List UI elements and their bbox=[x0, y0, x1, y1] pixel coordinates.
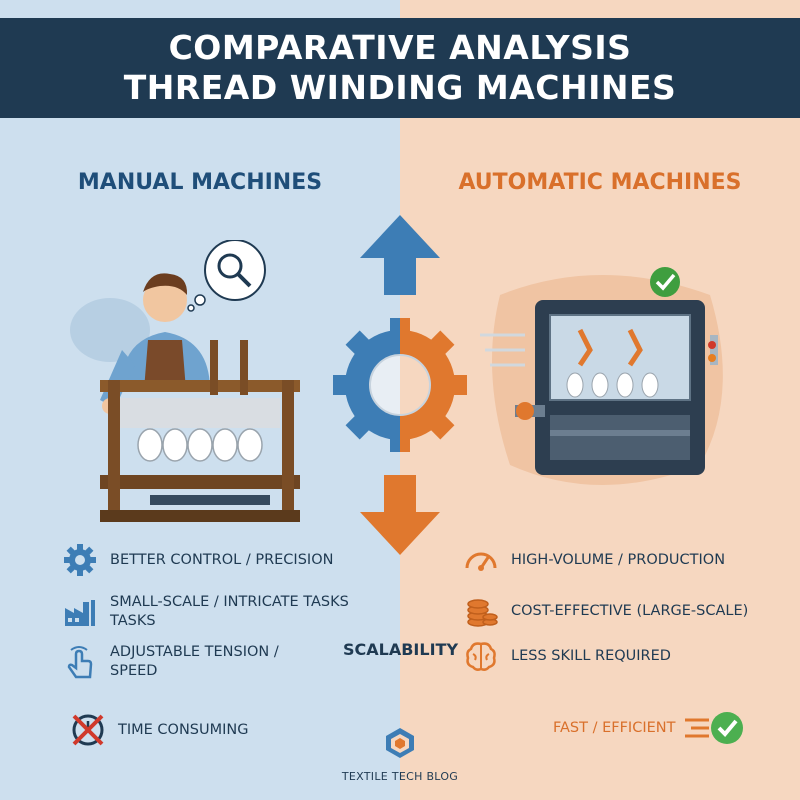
feature-label-line-2: SPEED bbox=[110, 663, 158, 679]
feature-better-control: BETTER CONTROL / PRECISION bbox=[62, 542, 333, 578]
brain-icon bbox=[463, 638, 499, 674]
wooden-loom bbox=[100, 340, 300, 522]
coins-icon bbox=[463, 593, 499, 629]
benefit-fast-efficient: FAST / EFFICIENT bbox=[553, 710, 745, 746]
speed-lines bbox=[480, 333, 525, 367]
footer-brand: TEXTILE TECH BLOG bbox=[300, 726, 500, 783]
feature-high-volume: HIGH-VOLUME / PRODUCTION bbox=[463, 542, 725, 578]
footer-label: TEXTILE TECH BLOG bbox=[341, 770, 459, 783]
hand-touch-icon bbox=[62, 644, 98, 680]
feature-label-line-2: TASKS bbox=[110, 613, 156, 629]
feature-less-skill: LESS SKILL REQUIRED bbox=[463, 638, 671, 674]
thought-bubble-magnifier-icon bbox=[187, 240, 266, 312]
manual-machine-illustration bbox=[70, 240, 300, 522]
feature-label-line-1: SMALL-SCALE / INTRICATE TASKS bbox=[110, 594, 349, 610]
title-banner: COMPARATIVE ANALYSIS THREAD WINDING MACH… bbox=[0, 18, 800, 118]
down-arrow-icon bbox=[360, 475, 440, 555]
blog-logo-icon bbox=[386, 728, 414, 758]
feature-label: LESS SKILL REQUIRED bbox=[511, 647, 671, 664]
feature-label: COST-EFFECTIVE (LARGE-SCALE) bbox=[511, 602, 749, 619]
feature-label: HIGH-VOLUME / PRODUCTION bbox=[511, 551, 726, 568]
title-line-1: COMPARATIVE ANALYSIS bbox=[168, 28, 632, 67]
automatic-machine-illustration bbox=[480, 267, 723, 485]
clock-crossed-icon bbox=[70, 712, 106, 748]
title-line-2: THREAD WINDING MACHINES bbox=[123, 68, 677, 107]
speedometer-icon bbox=[463, 542, 499, 578]
manual-machines-title: MANUAL MACHINES bbox=[77, 170, 323, 195]
feature-label: ADJUSTABLE TENSION / SPEED bbox=[110, 643, 279, 681]
feature-small-scale: SMALL-SCALE / INTRICATE TASKS TASKS bbox=[62, 593, 349, 631]
checkmark-bubble-icon bbox=[650, 267, 680, 297]
split-gear-icon bbox=[333, 318, 467, 452]
feature-label-line-1: ADJUSTABLE TENSION / bbox=[110, 644, 279, 660]
drawback-time-consuming: TIME CONSUMING bbox=[70, 712, 249, 748]
feature-adjustable-tension: ADJUSTABLE TENSION / SPEED bbox=[62, 643, 279, 681]
center-graphic bbox=[333, 215, 467, 555]
feature-cost-effective: COST-EFFECTIVE (LARGE-SCALE) bbox=[463, 593, 748, 629]
worker-figure bbox=[100, 273, 210, 414]
feature-label: BETTER CONTROL / PRECISION bbox=[110, 551, 334, 568]
feature-label: SMALL-SCALE / INTRICATE TASKS TASKS bbox=[110, 593, 349, 631]
benefit-label: FAST / EFFICIENT bbox=[553, 719, 676, 736]
automatic-machines-title: AUTOMATIC MACHINES bbox=[458, 170, 742, 195]
scalability-label: SCALABILITY bbox=[343, 640, 459, 659]
speed-check-icon bbox=[683, 710, 745, 746]
gear-icon bbox=[62, 542, 98, 578]
winding-machine bbox=[515, 300, 718, 475]
up-arrow-icon bbox=[360, 215, 440, 295]
drawback-label: TIME CONSUMING bbox=[118, 721, 249, 738]
factory-icon bbox=[62, 594, 98, 630]
